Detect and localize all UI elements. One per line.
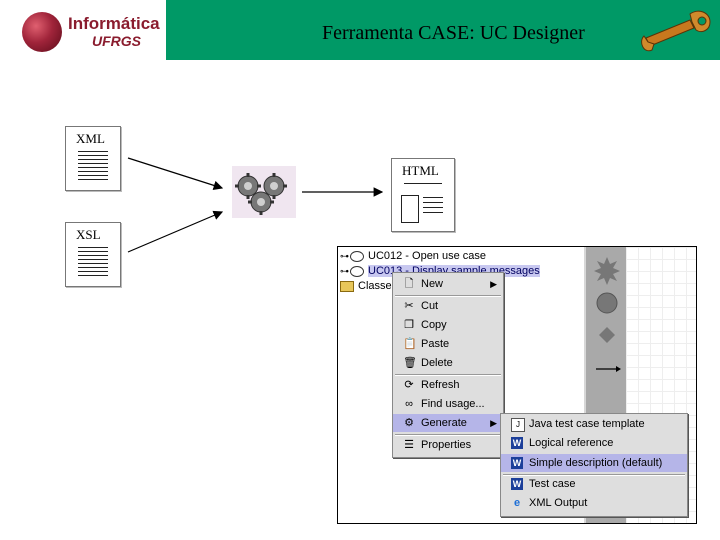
document-lines: [404, 183, 442, 187]
menu-label: New: [421, 278, 444, 290]
menu-item-properties[interactable]: ☰ Properties: [393, 436, 503, 454]
copy-icon: ❐: [404, 319, 414, 331]
menu-separator: [395, 295, 501, 297]
menu-label: Test case: [529, 478, 576, 490]
menu-item-new[interactable]: 🗋 New ▶: [393, 275, 503, 293]
submenu-item-simple-description[interactable]: W Simple description (default): [501, 454, 687, 472]
tree-expander-icon[interactable]: ⊶: [340, 251, 349, 262]
menu-separator: [395, 374, 501, 376]
document-lines: [78, 151, 108, 183]
menu-label: Simple description (default): [529, 457, 663, 469]
tree-item-uc012[interactable]: ⊶ UC012 - Open use case: [340, 249, 486, 263]
logo-text-informatica: Informática: [68, 14, 160, 33]
submenu-arrow-icon: ▶: [490, 418, 497, 428]
generate-submenu: J Java test case template W Logical refere…: [500, 413, 688, 517]
word-icon: W: [511, 437, 523, 449]
menu-separator: [395, 434, 501, 436]
decision-icon[interactable]: [599, 327, 615, 343]
word-icon: W: [511, 478, 523, 490]
menu-item-delete[interactable]: 🗑 Delete: [393, 354, 503, 372]
menu-item-find-usage[interactable]: ∞ Find usage...: [393, 395, 503, 413]
tree-item-label: Classes: [358, 280, 398, 292]
gears-icon: [232, 166, 296, 218]
submenu-item-test-case[interactable]: W Test case: [501, 475, 687, 493]
slide-header: Informática UFRGS Ferramenta CASE: UC De…: [0, 0, 720, 60]
actor-star-icon[interactable]: [594, 257, 620, 285]
menu-label: Refresh: [421, 379, 460, 391]
header-band: [166, 0, 720, 60]
xml-document-icon: XML: [65, 126, 121, 191]
submenu-item-logical-reference[interactable]: W Logical reference: [501, 434, 687, 452]
menu-item-copy[interactable]: ❐ Copy: [393, 316, 503, 334]
html-document-icon: HTML: [391, 158, 455, 232]
menu-item-refresh[interactable]: ⟳ Refresh: [393, 376, 503, 394]
cut-icon: ✂: [404, 300, 414, 312]
html-label: HTML: [402, 163, 439, 178]
logo-text-ufrgs: UFRGS: [92, 33, 141, 49]
xsl-label: XSL: [76, 227, 101, 242]
word-icon: W: [511, 457, 523, 469]
use-case-icon: [350, 250, 364, 262]
menu-label: Java test case template: [529, 418, 645, 430]
submenu-item-java-test-template[interactable]: J Java test case template: [501, 415, 687, 433]
folder-icon: [340, 280, 354, 292]
tree-item-label: UC012 - Open use case: [368, 250, 487, 262]
uc-designer-screenshot: ⊶UC012 - Open use case ⊶UC013 - Display …: [337, 246, 697, 524]
generate-icon: ⚙: [404, 417, 414, 429]
slide-title: Ferramenta CASE: UC Designer: [322, 22, 585, 44]
use-case-shape-icon[interactable]: [596, 292, 618, 314]
menu-item-cut[interactable]: ✂ Cut: [393, 297, 503, 315]
document-lines: [78, 247, 108, 279]
submenu-item-xml-output[interactable]: e XML Output: [501, 494, 687, 512]
new-icon: 🗋: [404, 278, 414, 290]
menu-label: XML Output: [529, 497, 588, 509]
menu-label: Copy: [421, 319, 447, 331]
palette-icons: [594, 257, 621, 372]
java-file-icon: J: [511, 418, 525, 432]
tree-expander-icon[interactable]: ⊶: [340, 266, 349, 277]
properties-icon: ☰: [404, 439, 414, 451]
paste-icon: 📋: [403, 338, 417, 350]
menu-separator: [503, 474, 685, 476]
delete-icon: 🗑: [403, 357, 417, 369]
menu-item-generate[interactable]: ⚙ Generate ▶: [393, 414, 503, 432]
html-text-lines: [423, 197, 443, 217]
submenu-arrow-icon: ▶: [490, 279, 497, 289]
menu-label: Paste: [421, 338, 450, 350]
binoculars-icon: ∞: [405, 398, 413, 410]
tree-item-classes[interactable]: Classes: [340, 279, 397, 293]
use-case-icon: [350, 265, 364, 277]
menu-item-paste[interactable]: 📋 Paste: [393, 335, 503, 353]
menu-label: Cut: [421, 300, 439, 312]
menu-label: Logical reference: [529, 437, 614, 449]
logo: Informática UFRGS: [0, 0, 166, 60]
wrench-icon: [641, 10, 711, 52]
xsl-document-icon: XSL: [65, 222, 121, 287]
menu-label: Properties: [421, 439, 472, 451]
xml-label: XML: [76, 131, 105, 146]
logo-sphere-icon: [22, 12, 62, 52]
menu-label: Delete: [421, 357, 453, 369]
ie-icon: e: [513, 497, 521, 509]
refresh-icon: ⟳: [404, 379, 414, 391]
menu-label: Find usage...: [421, 398, 485, 410]
context-menu: 🗋 New ▶ ✂ Cut ❐ Copy 📋 Paste 🗑 Delete ⟳ Refresh…: [392, 272, 504, 458]
html-image-block: [401, 195, 419, 223]
menu-label: Generate: [421, 417, 467, 429]
